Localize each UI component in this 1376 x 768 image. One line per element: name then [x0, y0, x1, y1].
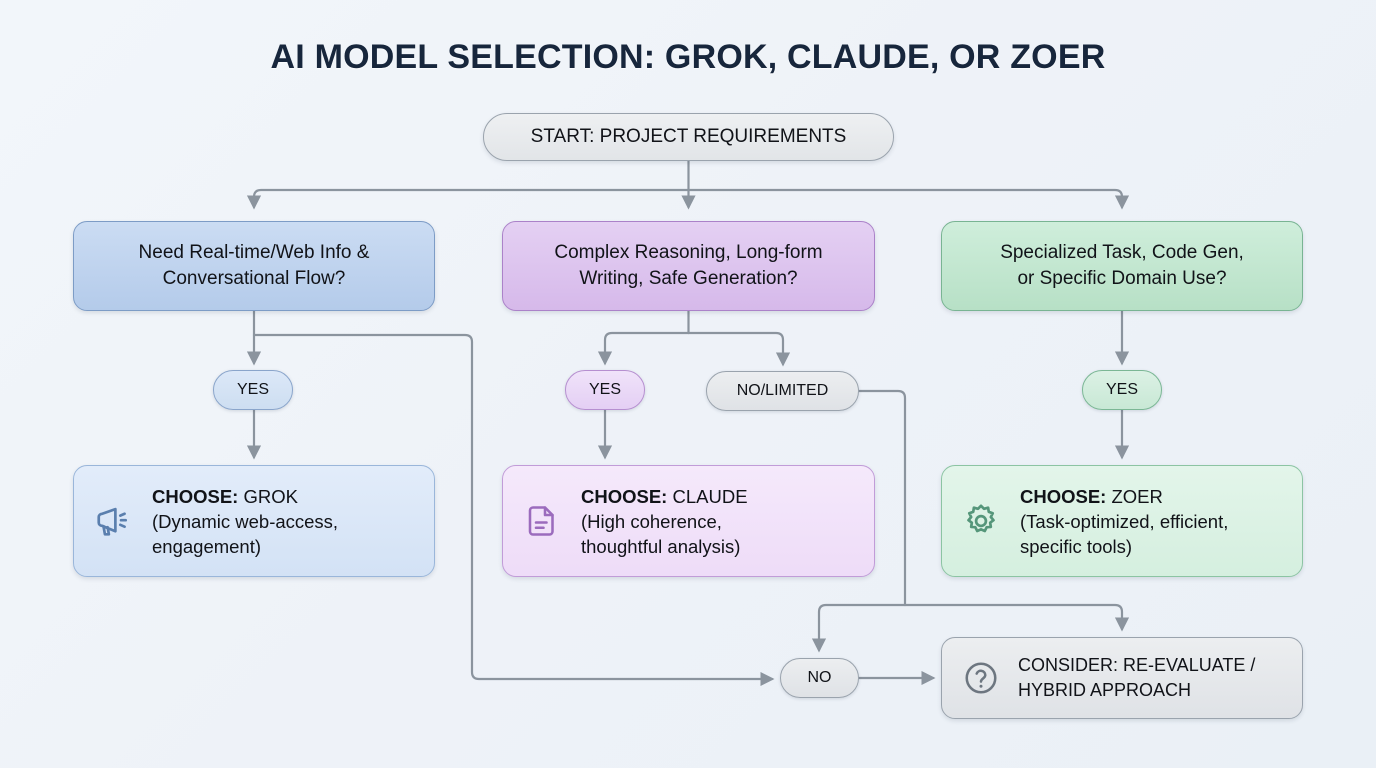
wire-start-to-grok	[246, 188, 690, 210]
start-node[interactable]: START: PROJECT REQUIREMENTS	[483, 113, 894, 161]
wire-start-to-zoer	[687, 188, 1130, 210]
outcome-model: GROK	[238, 485, 298, 507]
edge-label-yes-claude[interactable]: YES	[565, 370, 645, 410]
outcome-text-consider: CONSIDER: RE-EVALUATE / HYBRID APPROACH	[1018, 653, 1255, 703]
gear-icon	[958, 502, 1004, 540]
outcome-node-grok[interactable]: CHOOSE: GROK (Dynamic web-access, engage…	[73, 465, 435, 577]
wire-claude-nolimited	[687, 331, 791, 367]
edge-label-text: YES	[236, 381, 269, 398]
edge-label-text: NO/LIMITED	[736, 382, 829, 399]
outcome-text-zoer: CHOOSE: ZOER (Task-optimized, efficient,…	[1020, 484, 1228, 559]
outcome-detail-1: (Task-optimized, efficient,	[1020, 510, 1229, 532]
outcome-node-claude[interactable]: CHOOSE: CLAUDE (High coherence, thoughtf…	[502, 465, 875, 577]
outcome-lead: CHOOSE:	[152, 485, 239, 507]
consider-line-2: HYBRID APPROACH	[1018, 680, 1192, 700]
outcome-model: ZOER	[1106, 485, 1163, 507]
decision-node-zoer[interactable]: Specialized Task, Code Gen, or Specific …	[941, 221, 1303, 311]
outcome-detail-1: (Dynamic web-access,	[152, 510, 339, 532]
outcome-detail-2: thoughtful analysis)	[581, 535, 741, 557]
outcome-detail-2: engagement)	[152, 535, 262, 557]
edge-label-yes-grok[interactable]: YES	[213, 370, 293, 410]
edge-label-text: NO	[807, 669, 832, 686]
decision-label-zoer: Specialized Task, Code Gen, or Specific …	[1000, 240, 1244, 292]
edge-label-text: YES	[588, 381, 621, 398]
edge-label-no[interactable]: NO	[780, 658, 859, 698]
outcome-lead: CHOOSE:	[1020, 485, 1107, 507]
outcome-lead: CHOOSE:	[581, 485, 668, 507]
question-circle-icon	[958, 659, 1004, 697]
edge-label-no-limited[interactable]: NO/LIMITED	[706, 371, 859, 411]
decision-line-1: Complex Reasoning, Long-form	[554, 242, 823, 263]
edge-label-yes-zoer[interactable]: YES	[1082, 370, 1162, 410]
decision-line-1: Need Real-time/Web Info &	[138, 242, 370, 263]
outcome-model: CLAUDE	[667, 485, 748, 507]
wire-nolimited-to-consider	[903, 603, 1130, 632]
decision-line-2: Writing, Safe Generation?	[579, 268, 798, 289]
start-node-label: START: PROJECT REQUIREMENTS	[530, 126, 847, 147]
outcome-node-zoer[interactable]: CHOOSE: ZOER (Task-optimized, efficient,…	[941, 465, 1303, 577]
consider-line-1: CONSIDER: RE-EVALUATE /	[1018, 655, 1256, 675]
decision-line-2: Conversational Flow?	[162, 268, 346, 289]
decision-line-1: Specialized Task, Code Gen,	[1000, 242, 1244, 263]
document-icon	[519, 503, 565, 539]
wire-claude-yes	[597, 331, 690, 366]
outcome-node-consider[interactable]: CONSIDER: RE-EVALUATE / HYBRID APPROACH	[941, 637, 1303, 719]
outcome-detail-2: specific tools)	[1020, 535, 1133, 557]
page-title: AI MODEL SELECTION: GROK, CLAUDE, OR ZOE…	[270, 38, 1106, 76]
decision-label-claude: Complex Reasoning, Long-form Writing, Sa…	[554, 240, 822, 292]
wire-nolimited-to-no	[811, 603, 907, 653]
outcome-text-claude: CHOOSE: CLAUDE (High coherence, thoughtf…	[581, 484, 748, 559]
megaphone-icon	[90, 502, 136, 540]
decision-node-grok[interactable]: Need Real-time/Web Info & Conversational…	[73, 221, 435, 311]
decision-node-claude[interactable]: Complex Reasoning, Long-form Writing, Sa…	[502, 221, 875, 311]
outcome-detail-1: (High coherence,	[581, 510, 722, 532]
edge-label-text: YES	[1105, 381, 1138, 398]
decision-label-grok: Need Real-time/Web Info & Conversational…	[139, 240, 370, 292]
outcome-text-grok: CHOOSE: GROK (Dynamic web-access, engage…	[152, 484, 338, 559]
decision-line-2: or Specific Domain Use?	[1017, 268, 1227, 289]
